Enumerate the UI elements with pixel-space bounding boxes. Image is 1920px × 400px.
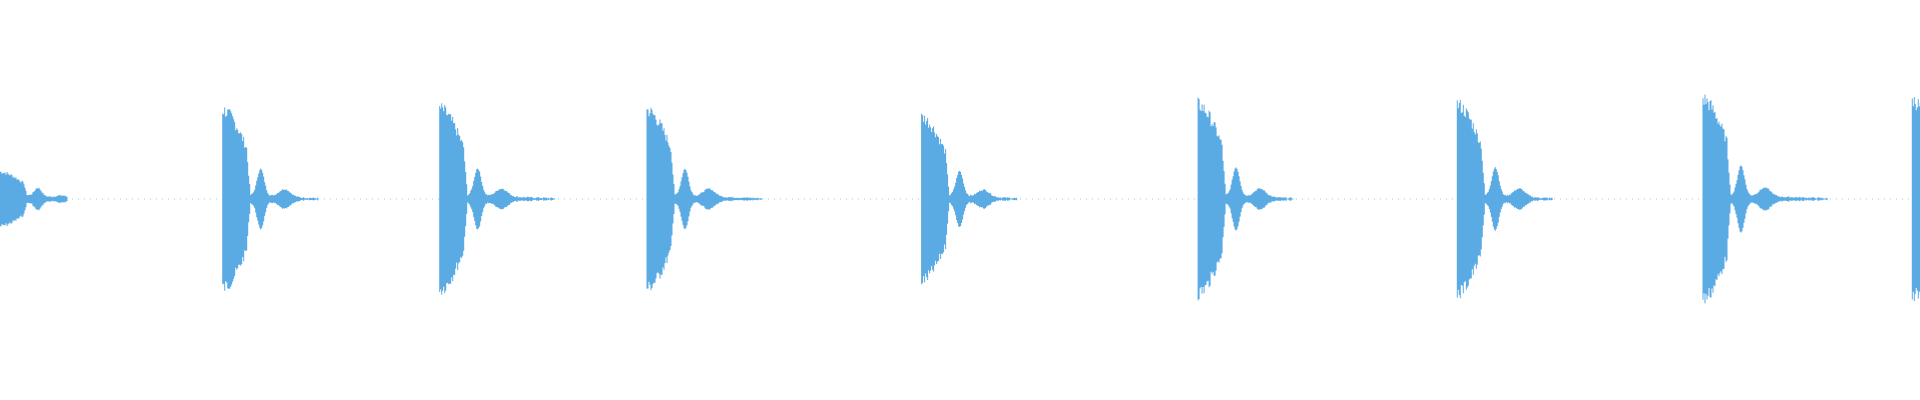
waveform-transient [0,171,68,227]
waveform-transient [1911,97,1920,301]
waveform-transients [0,94,1920,304]
waveform-transient [439,103,556,295]
waveform-transient [646,107,763,291]
waveform-transient [921,113,1018,285]
waveform-transient [1702,94,1828,304]
waveform-transient [222,107,319,291]
waveform-transient [1456,99,1553,299]
waveform-transient [1197,97,1294,301]
